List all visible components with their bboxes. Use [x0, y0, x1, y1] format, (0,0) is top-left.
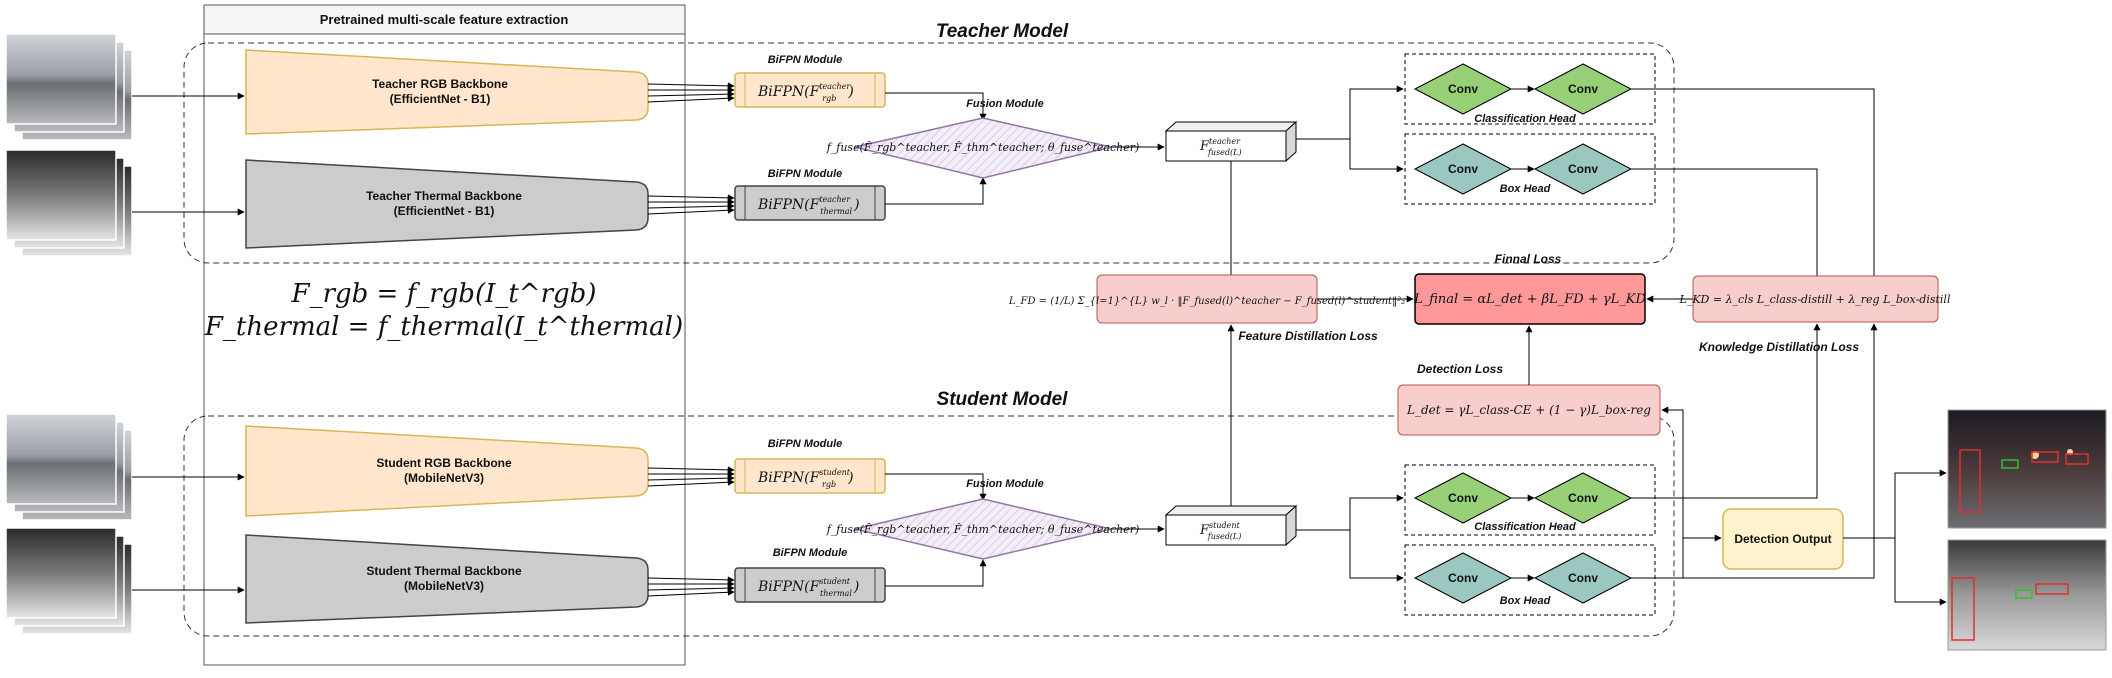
- pretrained-title: Pretrained multi-scale feature extractio…: [320, 12, 569, 27]
- final-loss-title: Finnal Loss: [1495, 252, 1562, 266]
- teacher-rgb-backbone: Teacher RGB Backbone (EfficientNet - B1): [245, 49, 649, 135]
- kd-loss-label: Knowledge Distillation Loss: [1699, 340, 1859, 354]
- student-bifpn-rgb-sup: student: [819, 468, 850, 477]
- student-bifpn-thermal-sup: student: [819, 577, 850, 586]
- teacher-model-title: Teacher Model: [936, 21, 1069, 42]
- teacher-bifpn-rgb-sup: teacher: [819, 82, 851, 91]
- equation-rgb: F_rgb = f_rgb(I_t^rgb): [291, 279, 597, 309]
- teacher-rgb-input-images: [5, 33, 133, 141]
- teacher-box-head: Conv Conv Box Head: [1404, 133, 1656, 205]
- feature-equations: F_rgb = f_rgb(I_t^rgb) F_thermal = f_the…: [204, 279, 683, 342]
- student-bifpn-thermal-title: BiFPN Module: [773, 547, 848, 559]
- output-rgb-image: [1947, 409, 2107, 529]
- fd-loss-formula: L_FD = (1/L) Σ_{l=1}^{L} w_l · ‖F_fused(…: [1008, 296, 1405, 307]
- teacher-bifpn-thermal-title: BiFPN Module: [768, 168, 843, 180]
- detection-loss-label: Detection Loss: [1417, 362, 1503, 376]
- student-classification-head: Conv Conv Classification Head: [1404, 464, 1656, 536]
- student-box-head-label: Box Head: [1500, 595, 1551, 607]
- kd-loss-box: L_KD = λ_cls L_class-distill + λ_reg L_b…: [1679, 275, 1951, 354]
- student-cls-conv2: Conv: [1568, 491, 1598, 505]
- student-fused-base: F: [1199, 523, 1210, 538]
- student-fusion-formula: f_fuse(F̂_rgb^teacher, F̂_thm^teacher; θ…: [826, 523, 1140, 536]
- student-box-conv1: Conv: [1448, 571, 1478, 585]
- student-thermal-backbone-line1: Student Thermal Backbone: [366, 564, 522, 578]
- teacher-bifpn-rgb-formula: BiFPN(F: [757, 84, 821, 100]
- teacher-fusion-title: Fusion Module: [966, 98, 1044, 110]
- final-loss-formula: L_final = αL_det + βL_FD + γL_KD: [1413, 292, 1646, 307]
- student-bifpn-rgb-sub: rgb: [822, 480, 836, 489]
- teacher-bifpn-rgb-title: BiFPN Module: [768, 54, 843, 66]
- student-thermal-backbone: Student Thermal Backbone (MobileNetV3): [245, 534, 649, 624]
- student-cls-conv1: Conv: [1448, 491, 1478, 505]
- teacher-box-conv1: Conv: [1448, 162, 1478, 176]
- fd-loss-box: L_FD = (1/L) Σ_{l=1}^{L} w_l · ‖F_fused(…: [1008, 274, 1405, 343]
- teacher-bifpn-thermal-sub: thermal: [820, 207, 852, 216]
- student-thermal-input-images: [5, 527, 133, 635]
- student-bifpn-thermal-sub: thermal: [820, 589, 852, 598]
- student-rgb-backbone: Student RGB Backbone (MobileNetV3): [245, 425, 649, 517]
- detection-loss-formula: L_det = γL_class-CE + (1 − γ)L_box-reg: [1406, 403, 1651, 417]
- student-fusion-module: Fusion Module f_fuse(F̂_rgb^teacher, F̂_…: [826, 478, 1140, 560]
- teacher-rgb-backbone-line2: (EfficientNet - B1): [390, 92, 491, 106]
- teacher-box-conv2: Conv: [1568, 162, 1598, 176]
- student-model-container: [183, 415, 1675, 637]
- teacher-classification-head: Conv Conv Classification Head: [1404, 53, 1656, 125]
- detection-loss-box: Detection Loss L_det = γL_class-CE + (1 …: [1397, 362, 1661, 436]
- student-model-title: Student Model: [937, 389, 1069, 410]
- teacher-bifpn-thermal-formula: BiFPN(F: [757, 197, 821, 213]
- teacher-thermal-backbone-line1: Teacher Thermal Backbone: [366, 189, 522, 203]
- student-bifpn-thermal-formula: BiFPN(F: [757, 579, 821, 595]
- detection-output: Detection Output: [1722, 508, 1844, 570]
- teacher-fused-base: F: [1199, 139, 1210, 154]
- student-bifpn-rgb-title: BiFPN Module: [768, 438, 843, 450]
- teacher-thermal-backbone: Teacher Thermal Backbone (EfficientNet -…: [245, 159, 649, 249]
- student-rgb-input-images: [5, 413, 133, 521]
- teacher-cls-head-label: Classification Head: [1474, 113, 1576, 125]
- teacher-fusion-formula: f_fuse(F̂_rgb^teacher, F̂_thm^teacher; θ…: [826, 141, 1140, 154]
- teacher-fusion-module: Fusion Module f_fuse(F̂_rgb^teacher, F̂_…: [826, 98, 1140, 179]
- student-fusion-title: Fusion Module: [966, 478, 1044, 490]
- teacher-model-container: [183, 42, 1675, 264]
- student-rgb-backbone-line1: Student RGB Backbone: [376, 456, 512, 470]
- student-thermal-backbone-line2: (MobileNetV3): [404, 579, 484, 593]
- student-box-head: Conv Conv Box Head: [1404, 544, 1656, 616]
- teacher-bifpn-thermal-sup: teacher: [819, 195, 851, 204]
- kd-loss-formula: L_KD = λ_cls L_class-distill + λ_reg L_b…: [1679, 293, 1951, 306]
- teacher-box-head-label: Box Head: [1500, 183, 1551, 195]
- teacher-cls-conv2: Conv: [1568, 82, 1598, 96]
- output-thermal-image: [1947, 539, 2107, 651]
- equation-thermal: F_thermal = f_thermal(I_t^thermal): [204, 312, 683, 342]
- student-fused-feature: Fstudent fused(L): [1164, 504, 1298, 547]
- teacher-rgb-backbone-line1: Teacher RGB Backbone: [372, 77, 508, 91]
- teacher-thermal-input-images: [5, 149, 133, 257]
- final-loss-box: Finnal Loss L_final = αL_det + βL_FD + γ…: [1413, 252, 1646, 325]
- teacher-thermal-backbone-line2: (EfficientNet - B1): [394, 204, 495, 218]
- teacher-fused-feature: Fteacher fused(L): [1164, 120, 1298, 163]
- student-cls-head-label: Classification Head: [1474, 521, 1576, 533]
- multi-scale-connectors: [647, 82, 735, 597]
- fd-loss-label: Feature Distillation Loss: [1238, 329, 1378, 343]
- detection-output-label: Detection Output: [1734, 532, 1831, 546]
- teacher-cls-conv1: Conv: [1448, 82, 1478, 96]
- student-fused-sup: student: [1209, 521, 1240, 530]
- pretrained-feature-region: Pretrained multi-scale feature extractio…: [203, 4, 686, 666]
- student-box-conv2: Conv: [1568, 571, 1598, 585]
- teacher-fused-sub: fused(L): [1207, 148, 1242, 157]
- teacher-bifpn-rgb-sub: rgb: [822, 94, 836, 103]
- student-fused-sub: fused(L): [1207, 532, 1242, 541]
- student-bifpn-rgb-formula: BiFPN(F: [757, 470, 821, 486]
- teacher-fused-sup: teacher: [1209, 137, 1241, 146]
- student-rgb-backbone-line2: (MobileNetV3): [404, 471, 484, 485]
